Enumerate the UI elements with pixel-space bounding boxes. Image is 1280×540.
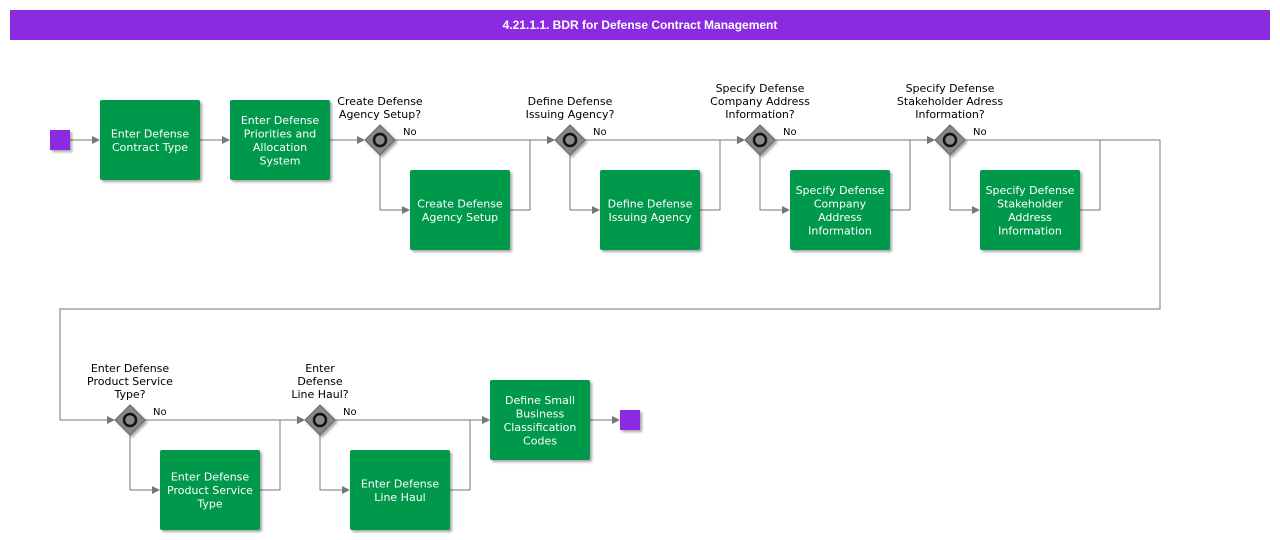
connector [700,136,745,211]
task-define-small-business[interactable] [490,380,590,460]
connector [319,435,350,494]
gateway-marker-icon [312,412,328,428]
connector [569,155,600,214]
gateway-specify-stakeholder-address-q[interactable] [934,124,966,156]
connector [510,136,555,211]
gateway-marker-icon [752,132,768,148]
gateway-marker-icon [562,132,578,148]
gateway-define-issuing-agency-q[interactable] [554,124,586,156]
connector [379,155,410,214]
connector [129,435,160,494]
connector [450,416,490,491]
task-define-issuing-agency[interactable] [600,170,700,250]
task-specify-company-address[interactable] [790,170,890,250]
connector [890,136,935,211]
gateway-marker-icon [942,132,958,148]
gateway-no-label: No [153,407,167,418]
task-enter-priorities[interactable] [230,100,330,180]
gateway-no-label: No [593,127,607,138]
gateway-no-label: No [343,407,357,418]
task-create-agency-setup[interactable] [410,170,510,250]
gateway-marker-icon [372,132,388,148]
gateway-line-haul-q[interactable] [304,404,336,436]
end-event [620,410,640,430]
connector [260,416,305,491]
task-enter-product-service-type[interactable] [160,450,260,530]
task-enter-contract-type[interactable] [100,100,200,180]
gateway-specify-company-address-q[interactable] [744,124,776,156]
task-enter-line-haul[interactable] [350,450,450,530]
gateway-create-agency-setup-q[interactable] [364,124,396,156]
diagram-title: 4.21.1.1. BDR for Defense Contract Manag… [10,10,1270,40]
task-specify-stakeholder-address[interactable] [980,170,1080,250]
connector [949,155,980,214]
connector [1080,139,1160,211]
gateway-no-label: No [973,127,987,138]
gateway-product-service-type-q[interactable] [114,404,146,436]
start-event [50,130,70,150]
gateway-no-label: No [403,127,417,138]
connector [759,155,790,214]
gateway-marker-icon [122,412,138,428]
gateway-no-label: No [783,127,797,138]
